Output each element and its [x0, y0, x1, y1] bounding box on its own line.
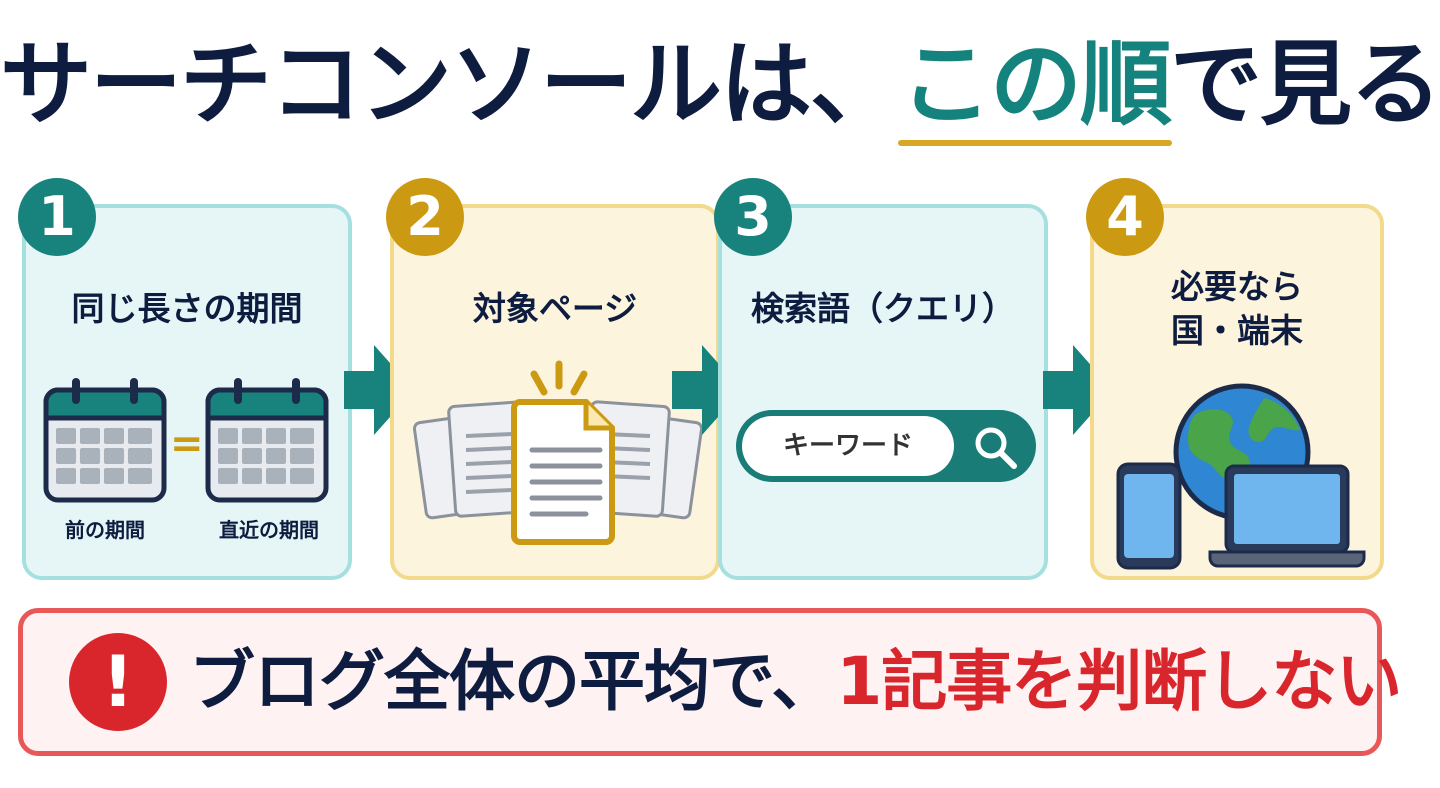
warning-text: ブログ全体の平均で、1記事を判断しない	[189, 613, 1402, 751]
step-card-4: 4 必要なら 国・端末	[1086, 178, 1384, 580]
step-title: 検索語（クエリ）	[751, 289, 1015, 328]
previous-period-label: 前の期間	[65, 518, 145, 542]
arrow-right-icon	[344, 345, 414, 435]
step-card-1: 1 同じ長さの期間 = 前の期間 直近の期間	[18, 178, 352, 580]
step-card-2: 2 対象ページ	[386, 178, 720, 580]
calendar-icon	[43, 378, 167, 503]
step-number-badge: 1	[18, 178, 96, 256]
step-card-3: 3 検索語（クエリ） キーワード	[714, 178, 1048, 580]
smartphone-icon	[1116, 462, 1182, 570]
step-number-badge: 2	[386, 178, 464, 256]
recent-period-label: 直近の期間	[219, 518, 319, 542]
warning-banner: ! ブログ全体の平均で、1記事を判断しない	[18, 608, 1402, 756]
title-highlight: この順	[898, 31, 1173, 146]
equals-sign: =	[170, 421, 204, 467]
arrow-right-icon	[672, 345, 742, 435]
arrow-right-icon	[1043, 345, 1113, 435]
step-number-badge: 3	[714, 178, 792, 256]
step-number-badge: 4	[1086, 178, 1164, 256]
title-prefix: サーチコンソールは、	[0, 31, 902, 138]
calendar-icon	[205, 378, 329, 503]
search-field: キーワード	[742, 416, 954, 476]
keyword-search-bar: キーワード	[736, 410, 1036, 482]
warning-text-emphasis: 1記事を判断しない	[836, 643, 1402, 720]
step-title-line1: 必要なら	[1171, 267, 1303, 306]
exclamation-icon: !	[69, 633, 167, 731]
globe-devices-icon	[1116, 383, 1366, 570]
laptop-icon	[1208, 464, 1366, 568]
warning-text-main: ブログ全体の平均で、	[189, 643, 837, 720]
step-title-line2: 国・端末	[1171, 311, 1303, 350]
step-title: 同じ長さの期間	[71, 289, 303, 328]
search-icon	[975, 427, 1017, 469]
document-pages-icon	[412, 360, 704, 545]
page-title: サーチコンソールは、この順で見る	[0, 30, 1440, 146]
step-title: 対象ページ	[472, 289, 638, 328]
title-suffix: で見る	[1170, 31, 1440, 138]
